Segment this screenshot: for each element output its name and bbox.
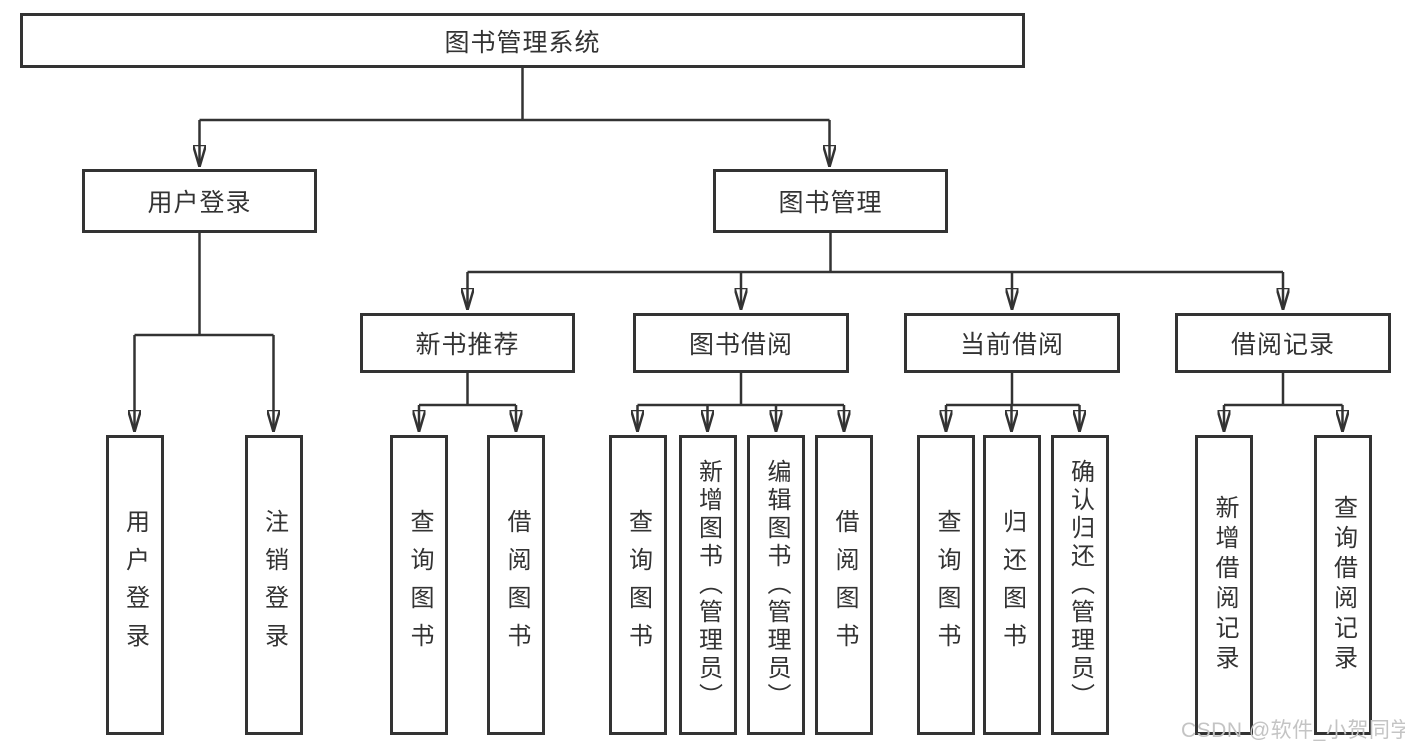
connector-root-to-branches [200, 68, 830, 167]
node-current-borrowing: 当前借阅 [904, 313, 1120, 373]
node-func-logout: 注销登录 [244, 435, 303, 735]
node-label: 图书借阅 [688, 331, 793, 359]
node-label: 用户登录 [121, 509, 149, 661]
node-label: 借阅图书 [831, 509, 858, 661]
node-book-management-branch: 图书管理 [713, 169, 948, 233]
node-label: 图书管理系统 [444, 28, 601, 57]
node-label: 新增借阅记录 [1211, 495, 1238, 675]
node-func-query-books-recommend: 查询图书 [390, 435, 448, 735]
node-label: 查询图书 [624, 509, 652, 661]
connector-book-management-to-modules [468, 233, 1284, 310]
node-label: 确认归还（管理员） [1066, 459, 1094, 711]
node-func-borrow-books-recommend: 借阅图书 [487, 435, 545, 735]
node-func-query-books-borrowing: 查询图书 [608, 435, 667, 735]
node-func-user-login: 用户登录 [105, 435, 164, 735]
node-label: 新增图书（管理员） [694, 459, 722, 711]
node-label: 查询图书 [933, 509, 960, 661]
connector-book-borrowing-to-leaves [638, 373, 845, 432]
node-label: 查询借阅记录 [1329, 495, 1357, 675]
node-func-query-books-current: 查询图书 [917, 435, 975, 735]
node-func-return-books: 归还图书 [982, 435, 1041, 735]
node-borrowing-records: 借阅记录 [1175, 313, 1391, 373]
node-label: 注销登录 [260, 509, 288, 661]
connector-new-book-to-leaves [419, 373, 516, 432]
node-label: 借阅记录 [1230, 331, 1335, 359]
connector-borrow-records-to-leaves [1224, 373, 1343, 432]
node-func-confirm-return-admin: 确认归还（管理员） [1050, 435, 1109, 735]
csdn-watermark: CSDN @软件_小贺同学 [1181, 719, 1405, 742]
connector-current-borrowing-to-leaves [946, 373, 1080, 432]
node-label: 当前借阅 [959, 331, 1064, 359]
node-label: 查询图书 [406, 509, 433, 661]
node-label: 归还图书 [998, 509, 1026, 661]
node-book-borrowing: 图书借阅 [633, 313, 849, 373]
node-func-edit-books-admin: 编辑图书（管理员） [747, 435, 805, 735]
node-user-login-branch: 用户登录 [82, 169, 317, 233]
node-func-add-books-admin: 新增图书（管理员） [678, 435, 737, 735]
node-new-book-recommendation: 新书推荐 [360, 313, 575, 373]
node-func-add-borrow-record: 新增借阅记录 [1195, 435, 1253, 735]
node-label: 编辑图书（管理员） [763, 459, 790, 711]
node-library-management-system: 图书管理系统 [20, 13, 1025, 68]
node-func-borrow-books: 借阅图书 [815, 435, 873, 735]
node-label: 新书推荐 [415, 331, 520, 359]
node-func-query-borrow-record: 查询借阅记录 [1313, 435, 1372, 735]
node-label: 图书管理 [778, 189, 883, 217]
node-label: 用户登录 [147, 189, 252, 217]
connector-user-login-to-leaves [135, 233, 274, 432]
node-label: 借阅图书 [503, 509, 530, 661]
